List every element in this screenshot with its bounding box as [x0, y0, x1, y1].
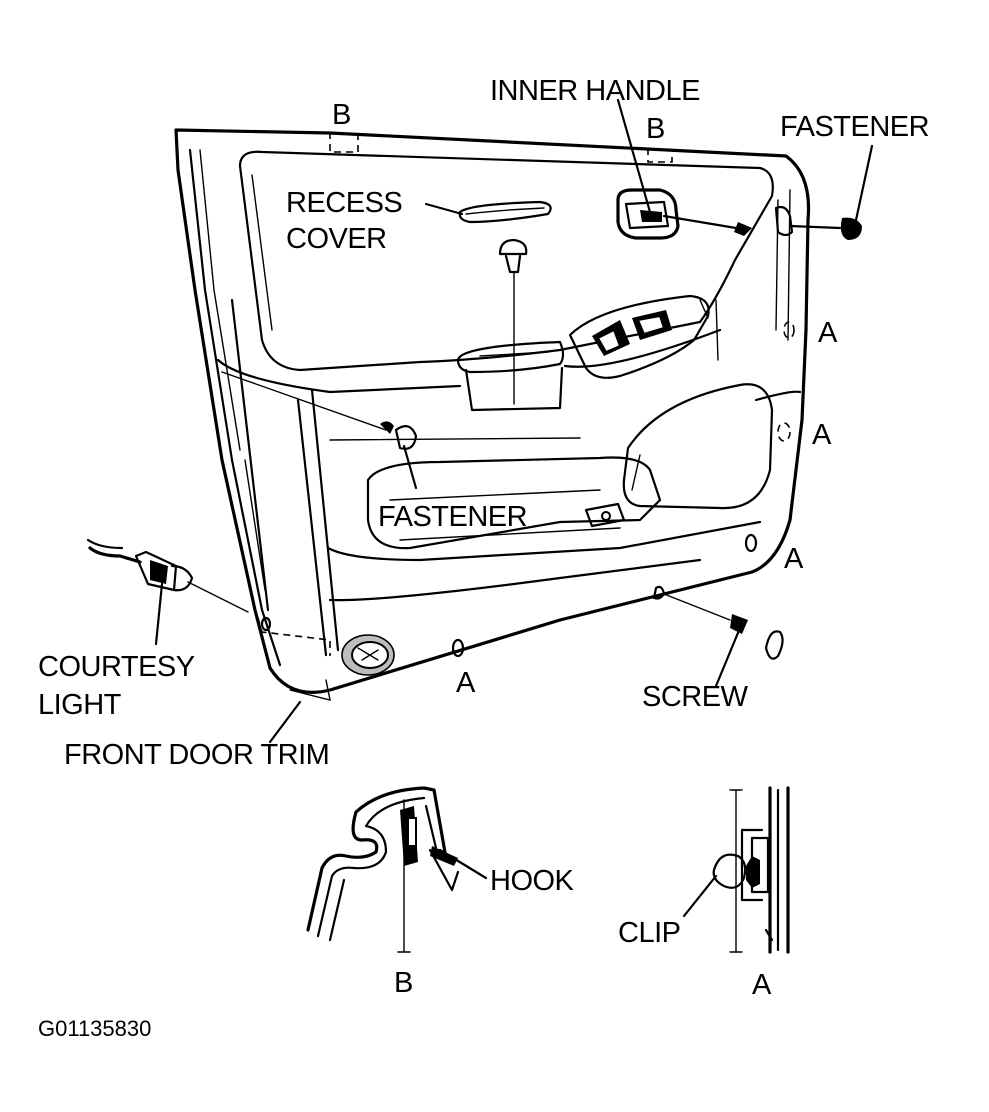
fastener-top-right	[774, 144, 874, 240]
detail-a-clip	[682, 786, 790, 954]
label-courtesy-line2: LIGHT	[38, 689, 122, 721]
label-b-detail: B	[394, 967, 413, 999]
labels: INNER HANDLE FASTENER RECESS COVER FASTE…	[38, 75, 930, 1041]
label-courtesy-line1: COURTESY	[38, 651, 195, 683]
label-inner-handle: INNER HANDLE	[490, 75, 700, 107]
recess-cover	[458, 200, 552, 405]
label-fastener-mid: FASTENER	[378, 501, 527, 533]
detail-b-hook	[306, 786, 488, 953]
upper-recess-panel	[238, 150, 774, 372]
label-a-bottom: A	[456, 667, 476, 699]
label-b-top-right: B	[646, 113, 665, 145]
label-hook: HOOK	[490, 865, 575, 897]
fastener-mid	[221, 371, 418, 490]
label-screw: SCREW	[642, 681, 749, 713]
label-fastener-top: FASTENER	[780, 111, 929, 143]
leader-recess-cover	[424, 202, 464, 216]
label-a-detail: A	[752, 969, 772, 1001]
label-a-right-3: A	[784, 543, 804, 575]
figure-code: G01135830	[38, 1016, 151, 1041]
armrest	[366, 456, 662, 550]
panel-outer-edge	[174, 128, 811, 694]
courtesy-light	[86, 538, 395, 676]
clip-holes	[260, 321, 795, 658]
label-b-top-left: B	[332, 99, 351, 131]
switch-panel	[568, 294, 710, 379]
label-clip: CLIP	[618, 917, 680, 949]
label-a-right-1: A	[818, 317, 838, 349]
map-pocket	[622, 383, 774, 510]
label-a-right-2: A	[812, 419, 832, 451]
leader-inner-handle	[616, 98, 652, 214]
label-front-door-trim: FRONT DOOR TRIM	[64, 739, 329, 771]
pull-cup	[456, 340, 565, 412]
label-recess-line1: RECESS	[286, 187, 402, 219]
screw-assembly	[584, 502, 784, 688]
inner-handle	[616, 188, 752, 240]
door-trim-panel	[174, 128, 811, 701]
front-door-trim-leader	[268, 700, 302, 744]
label-recess-line2: COVER	[286, 223, 387, 255]
